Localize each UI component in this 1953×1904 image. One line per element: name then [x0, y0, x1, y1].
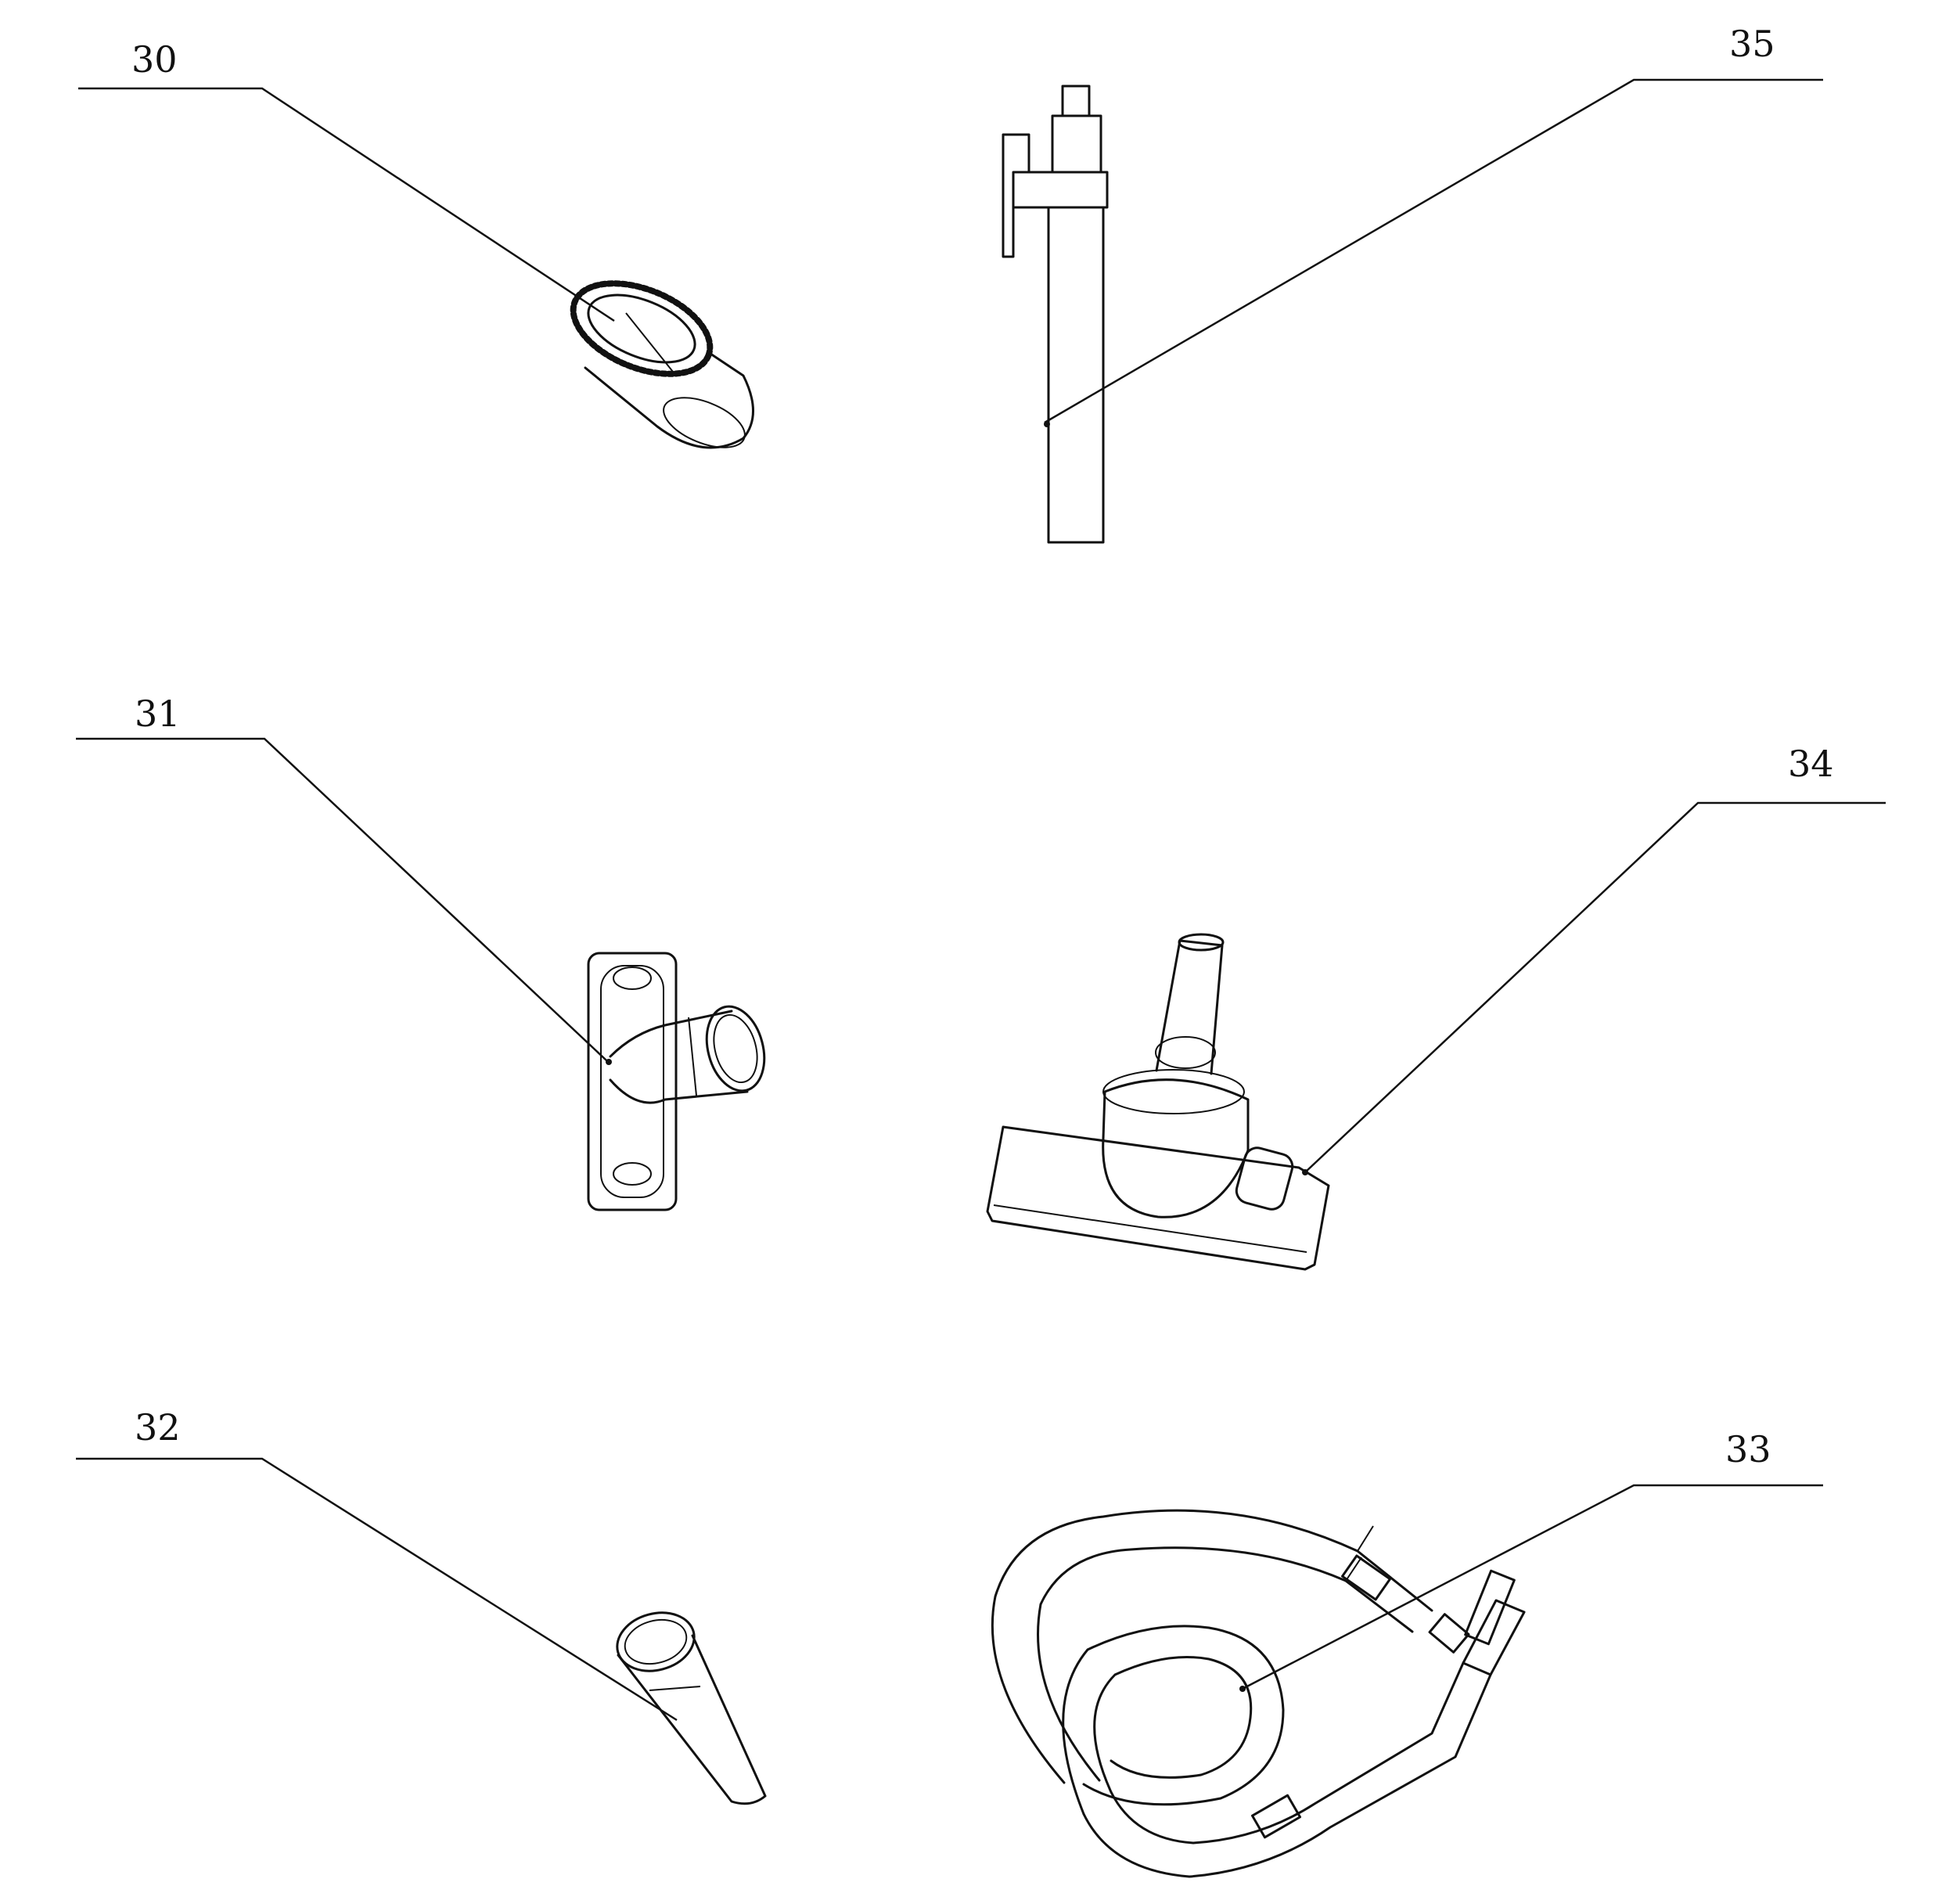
callout-32-leader: [76, 1457, 678, 1722]
callout-32: 32: [76, 1406, 678, 1722]
callout-33-label: 33: [1725, 1428, 1771, 1470]
callout-35-leader: [1044, 78, 1823, 424]
callout-31-anchor-dot: [606, 1059, 612, 1065]
callout-33-anchor-dot: [1239, 1686, 1246, 1692]
callout-33: 33: [1239, 1428, 1823, 1692]
callout-33-leader: [1242, 1484, 1823, 1690]
callout-31-label: 31: [135, 693, 181, 735]
hose-part: [991, 1509, 1526, 1878]
callout-35-label: 35: [1729, 23, 1775, 65]
callout-30: 30: [78, 38, 615, 322]
callout-34-leader: [1304, 801, 1886, 1173]
callout-31: 31: [76, 693, 612, 1065]
callout-31-leader: [76, 737, 607, 1061]
crevice-tool-part: [616, 1611, 767, 1805]
upholstery-nozzle-part: [587, 952, 766, 1211]
callout-34: 34: [1302, 743, 1886, 1175]
callout-34-label: 34: [1788, 743, 1834, 785]
callout-30-label: 30: [131, 38, 178, 81]
callout-32-label: 32: [135, 1406, 181, 1449]
callout-30-leader: [78, 87, 615, 322]
callout-35: 35: [1044, 23, 1823, 427]
floor-head-part: [986, 933, 1330, 1271]
extension-tube-part: [1002, 85, 1109, 544]
brush-nozzle-part: [570, 280, 754, 449]
